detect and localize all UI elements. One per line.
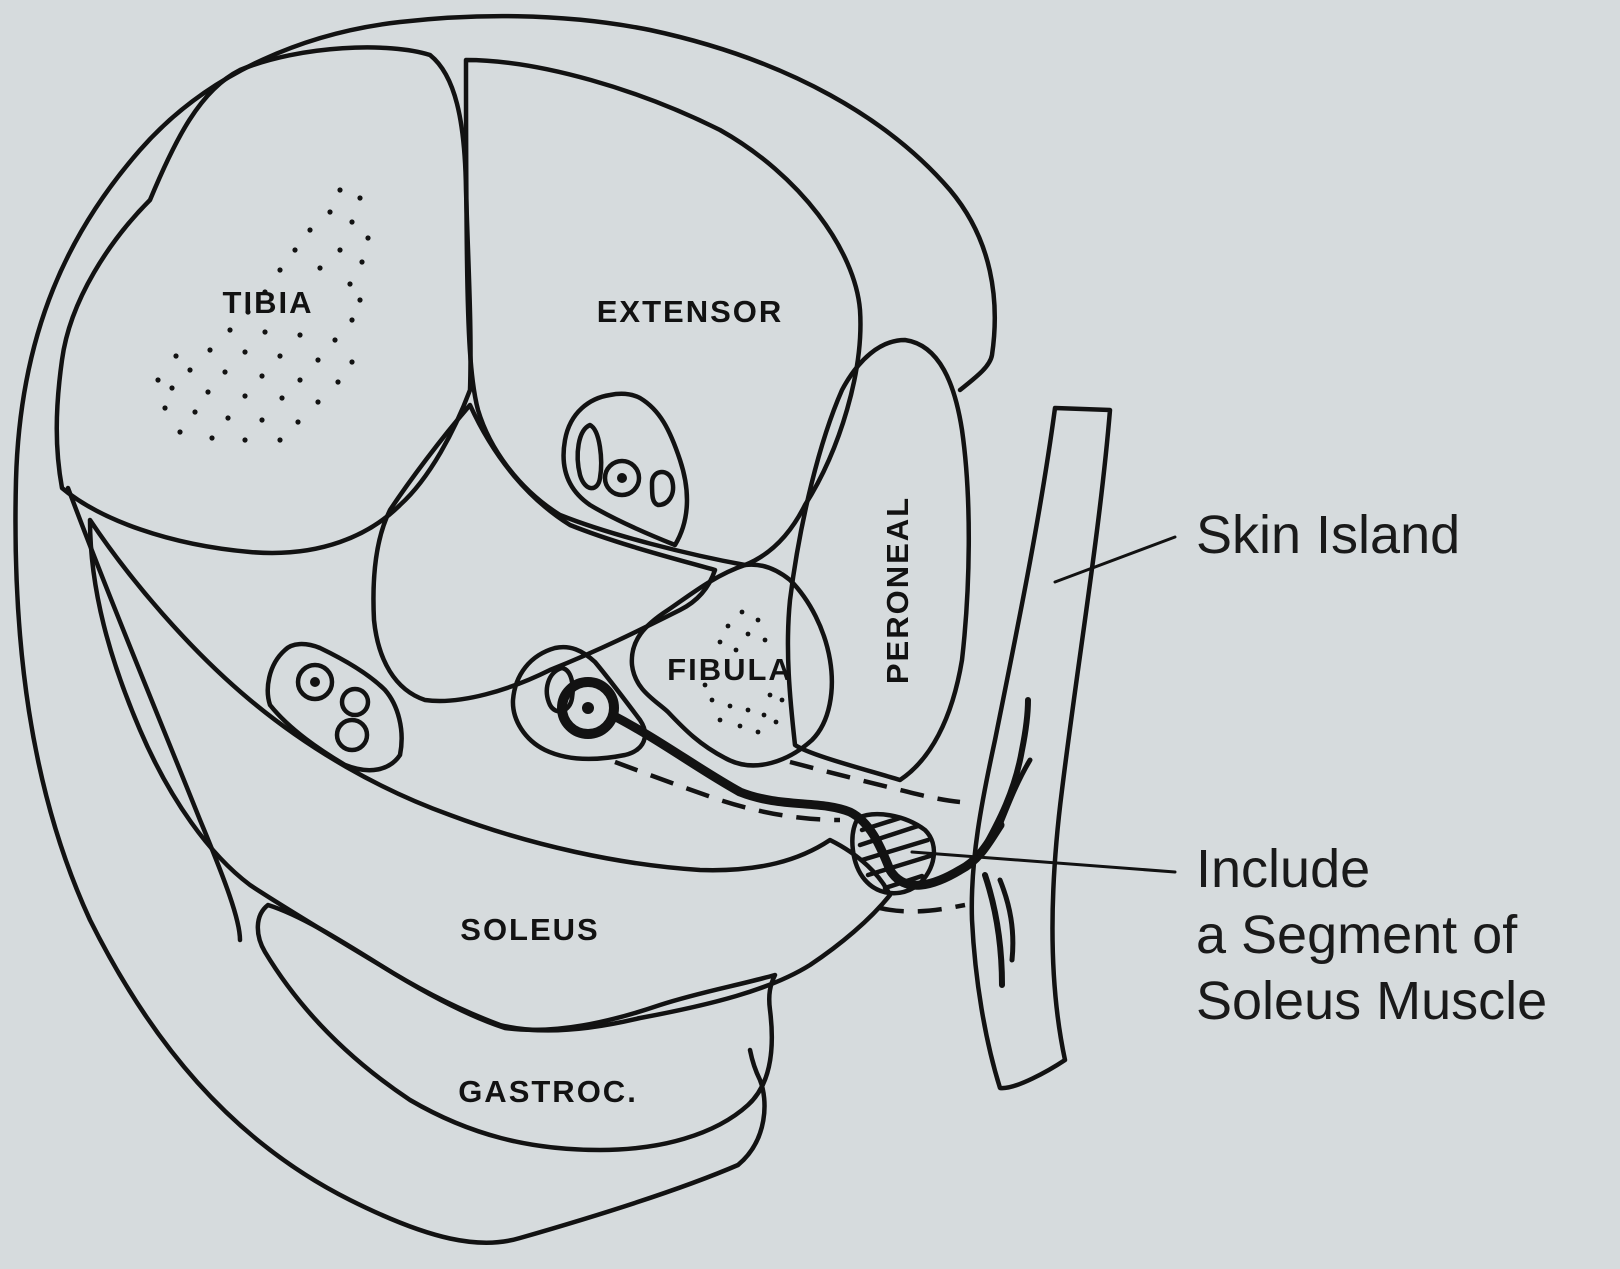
posterior-deep-muscle-outline: [373, 405, 715, 701]
soleus-segment-leader-line: [912, 852, 1175, 872]
peroneal-artery-lumen: [582, 702, 594, 714]
tibia-label: TIBIA: [223, 285, 314, 320]
soleus-callout-line-2: a Segment of: [1196, 902, 1547, 968]
skin-island-callout: Skin Island: [1196, 502, 1460, 568]
skin-island-leader-line: [1055, 537, 1175, 582]
fibula-label: FIBULA: [667, 652, 793, 687]
leg-outer-outline: [15, 16, 994, 1243]
gastroc-label: GASTROC.: [458, 1074, 638, 1109]
left-vein-lower-outline: [337, 720, 367, 750]
soleus-callout-line-1: Include: [1196, 836, 1547, 902]
left-vessel-compartment-outline: [268, 644, 402, 770]
extensor-label: EXTENSOR: [597, 294, 784, 329]
left-vein-upper-outline: [342, 689, 368, 715]
fascia-dashed-peroneal: [790, 762, 960, 802]
soleus-label: SOLEUS: [460, 912, 599, 947]
peroneal-label: PERONEAL: [880, 496, 915, 684]
peroneal-outline: [788, 340, 969, 780]
skin-perforator-branch-lower: [985, 875, 1002, 985]
soleus-outline: [90, 520, 890, 1030]
skin-island-outline: [972, 408, 1110, 1088]
soleus-segment-callout: Include a Segment of Soleus Muscle: [1196, 836, 1547, 1034]
anterior-vein-small-outline: [652, 472, 673, 505]
anterior-tibial-artery-lumen: [617, 473, 627, 483]
soleus-callout-line-3: Soleus Muscle: [1196, 968, 1547, 1034]
fascia-dashed-lower: [880, 905, 965, 911]
skin-island-callout-text: Skin Island: [1196, 502, 1460, 568]
anterior-vein-outline: [578, 425, 601, 488]
left-artery-lumen: [310, 677, 320, 687]
fascia-dashed-upper: [615, 762, 840, 820]
posterior-vessel-compartment-outline: [513, 647, 645, 759]
